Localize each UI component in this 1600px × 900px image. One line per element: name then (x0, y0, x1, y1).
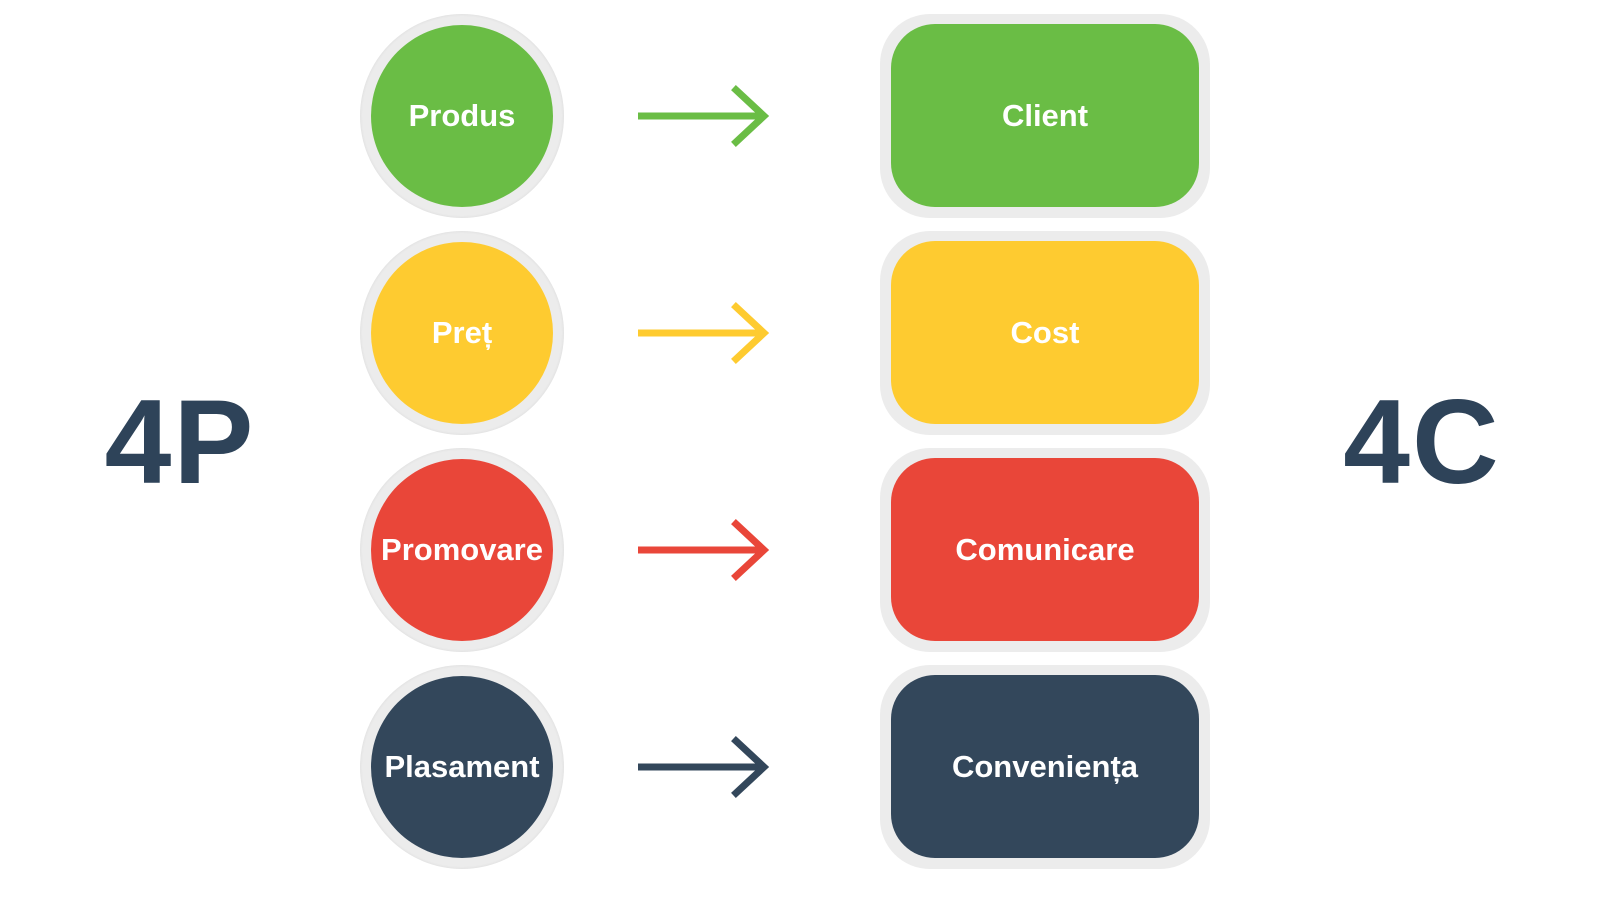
title-4p: 4P (104, 375, 256, 509)
c-box-frame: Client (880, 14, 1210, 218)
c-box-convenienta: Conveniența (891, 675, 1199, 858)
c-box-frame: Cost (880, 231, 1210, 435)
mapping-row-promovare: Promovare Comunicare (0, 448, 1600, 652)
c-label-cost: Cost (1010, 314, 1080, 350)
p-circle-plasament: Plasament (371, 676, 553, 858)
c-box-comunicare: Comunicare (891, 458, 1199, 641)
p-circle-pret: Preț (371, 242, 553, 424)
p-circle-frame: Preț (360, 231, 564, 435)
p-label-promovare: Promovare (381, 532, 543, 567)
c-label-convenienta: Conveniența (951, 748, 1139, 784)
title-4c: 4C (1343, 375, 1501, 509)
p-circle-produs: Produs (371, 25, 553, 207)
p-circle-promovare: Promovare (371, 459, 553, 641)
arrow-right-icon (638, 302, 770, 364)
p-circle-frame: Produs (360, 14, 564, 218)
c-box-frame: Conveniența (880, 665, 1210, 869)
mapping-row-pret: Preț Cost (0, 231, 1600, 435)
c-box-cost: Cost (891, 241, 1199, 424)
p-label-plasament: Plasament (384, 749, 540, 784)
p-label-produs: Produs (408, 98, 516, 133)
c-box-frame: Comunicare (880, 448, 1210, 652)
p-circle-frame: Promovare (360, 448, 564, 652)
mapping-row-plasament: Plasament Conveniența (0, 665, 1600, 869)
arrow-right-icon (638, 736, 770, 798)
mapping-row-produs: Produs Client (0, 14, 1600, 218)
arrow-right-icon (638, 85, 770, 147)
arrow-right-icon (638, 519, 770, 581)
p-circle-frame: Plasament (360, 665, 564, 869)
c-label-comunicare: Comunicare (955, 531, 1135, 567)
c-box-client: Client (891, 24, 1199, 207)
p-label-pret: Preț (431, 315, 493, 350)
c-label-client: Client (1001, 97, 1089, 133)
